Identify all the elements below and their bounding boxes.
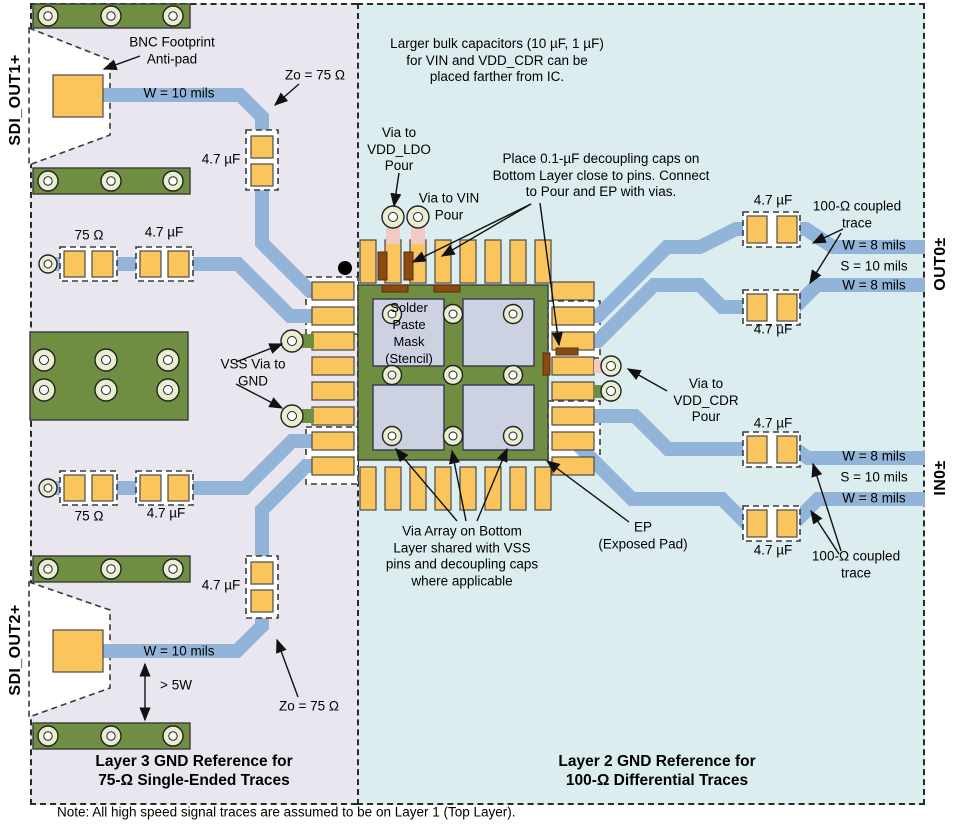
note-text: Note: All high speed signal traces are a… xyxy=(57,804,516,820)
label-cap-s1: 4.7 µF xyxy=(144,224,184,240)
label-res75-bottom: 75 Ω xyxy=(74,508,104,524)
layer3-single-ended-region xyxy=(30,3,357,805)
label-cap-v1: 4.7 µF xyxy=(201,151,241,167)
title-layer2: Layer 2 GND Reference for 100-Ω Differen… xyxy=(558,752,756,789)
label-bulk-caps-note: Larger bulk capacitors (10 µF, 1 µF) for… xyxy=(390,35,604,85)
label-w8-in-top: W = 8 mils xyxy=(842,448,906,464)
label-vss-via: VSS Via to GND xyxy=(220,356,286,388)
label-coupled-trace-in: 100-Ω coupled trace xyxy=(811,548,901,580)
label-bnc-antipad: BNC Footprint Anti-pad xyxy=(129,34,215,66)
label-via-vin: Via to VIN Pour xyxy=(418,190,480,222)
label-trace-width-bot: W = 10 mils xyxy=(143,643,215,659)
label-via-array-note: Via Array on Bottom Layer shared with VS… xyxy=(385,523,539,589)
label-coupled-trace-out: 100-Ω coupled trace xyxy=(812,198,902,230)
label-via-vdd-ldo: Via to VDD_LDO Pour xyxy=(367,124,431,174)
signal-out0: OUT0± xyxy=(932,237,950,291)
label-w8-out-bot: W = 8 mils xyxy=(842,277,906,293)
label-trace-width-top: W = 10 mils xyxy=(143,85,215,101)
label-zo75-bottom: Zo = 75 Ω xyxy=(279,698,339,714)
label-cap-in-bot: 4.7 µF xyxy=(753,542,793,558)
label-clearance-5w: > 5W xyxy=(160,677,192,693)
label-cap-out-bot: 4.7 µF xyxy=(753,321,793,337)
signal-sdi-out2: SDI_OUT2+ xyxy=(7,604,25,696)
label-s10-out: S = 10 mils xyxy=(840,258,908,274)
label-zo75-top: Zo = 75 Ω xyxy=(285,67,345,83)
label-decoupling-note: Place 0.1-µF decoupling caps on Bottom L… xyxy=(492,150,710,200)
signal-sdi-out1: SDI_OUT1+ xyxy=(7,54,25,146)
label-cap-v2: 4.7 µF xyxy=(201,577,241,593)
label-via-vdd-cdr: Via to VDD_CDR Pour xyxy=(673,375,739,425)
label-w8-out-top: W = 8 mils xyxy=(842,237,906,253)
label-res75-top: 75 Ω xyxy=(74,227,104,243)
title-layer3: Layer 3 GND Reference for 75-Ω Single-En… xyxy=(95,752,293,789)
signal-in0: IN0± xyxy=(932,460,950,496)
label-solder-paste: Solder Paste Mask (Stencil) xyxy=(385,300,433,366)
label-exposed-pad: EP (Exposed Pad) xyxy=(598,519,688,551)
label-cap-s2: 4.7 µF xyxy=(146,505,186,521)
label-w8-in-bot: W = 8 mils xyxy=(842,490,906,506)
label-s10-in: S = 10 mils xyxy=(840,469,908,485)
label-cap-in-top: 4.7 µF xyxy=(753,415,793,431)
label-cap-out-top: 4.7 µF xyxy=(753,192,793,208)
layer2-differential-region xyxy=(357,3,925,805)
